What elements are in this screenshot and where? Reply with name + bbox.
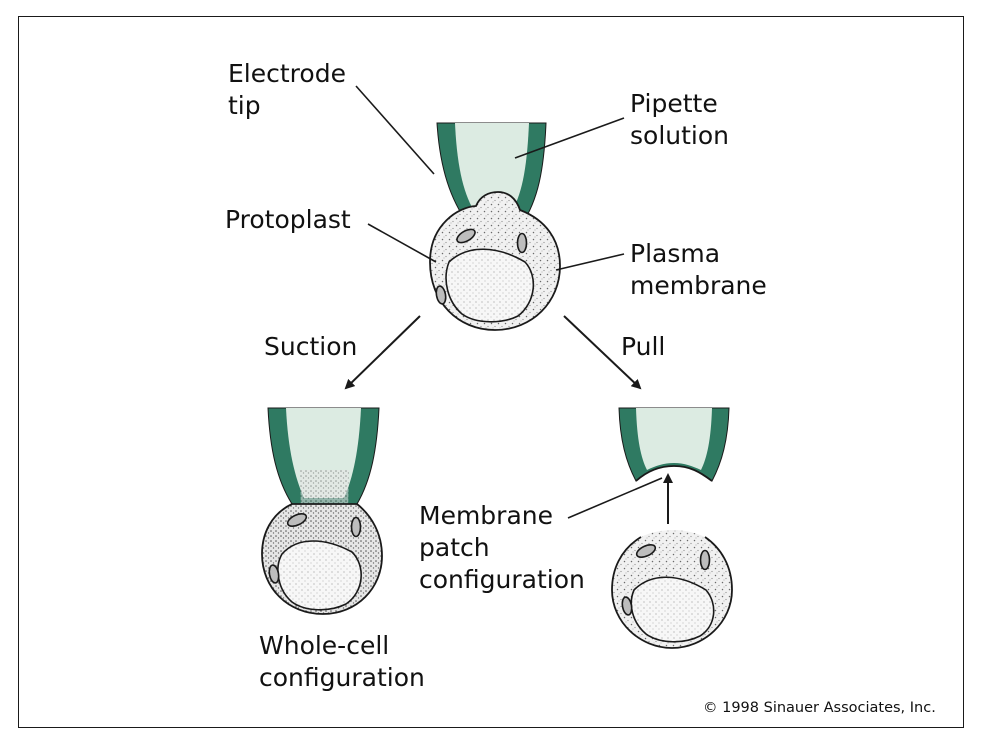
- whole-cell-protoplast: [261, 503, 383, 615]
- electrode-tip-leader: [355, 85, 435, 175]
- patch-pipette: [618, 407, 730, 482]
- membrane-patch-label: Membrane patch configuration: [419, 501, 585, 594]
- pipette-solution-leader: [514, 117, 625, 159]
- pull-arrow: [563, 315, 642, 390]
- suction-label: Suction: [264, 332, 358, 361]
- protoplast-leader: [367, 223, 437, 263]
- pull-label: Pull: [621, 332, 666, 361]
- protoplast-label: Protoplast: [225, 205, 351, 234]
- patch-protoplast: [611, 530, 733, 649]
- membrane-patch-leader: [567, 477, 663, 519]
- top-pipette: [436, 122, 547, 225]
- plasma-membrane-label: Plasma membrane: [630, 239, 767, 300]
- whole-cell-pipette: [267, 407, 380, 512]
- electrode-tip-label: Electrode tip: [228, 59, 346, 120]
- top-protoplast: [429, 191, 561, 331]
- whole-cell-label: Whole-cell configuration: [259, 631, 425, 692]
- copyright-notice: © 1998 Sinauer Associates, Inc.: [703, 700, 936, 716]
- plasma-membrane-leader: [555, 253, 625, 271]
- suction-arrow: [344, 315, 421, 390]
- pipette-solution-label: Pipette solution: [630, 89, 729, 150]
